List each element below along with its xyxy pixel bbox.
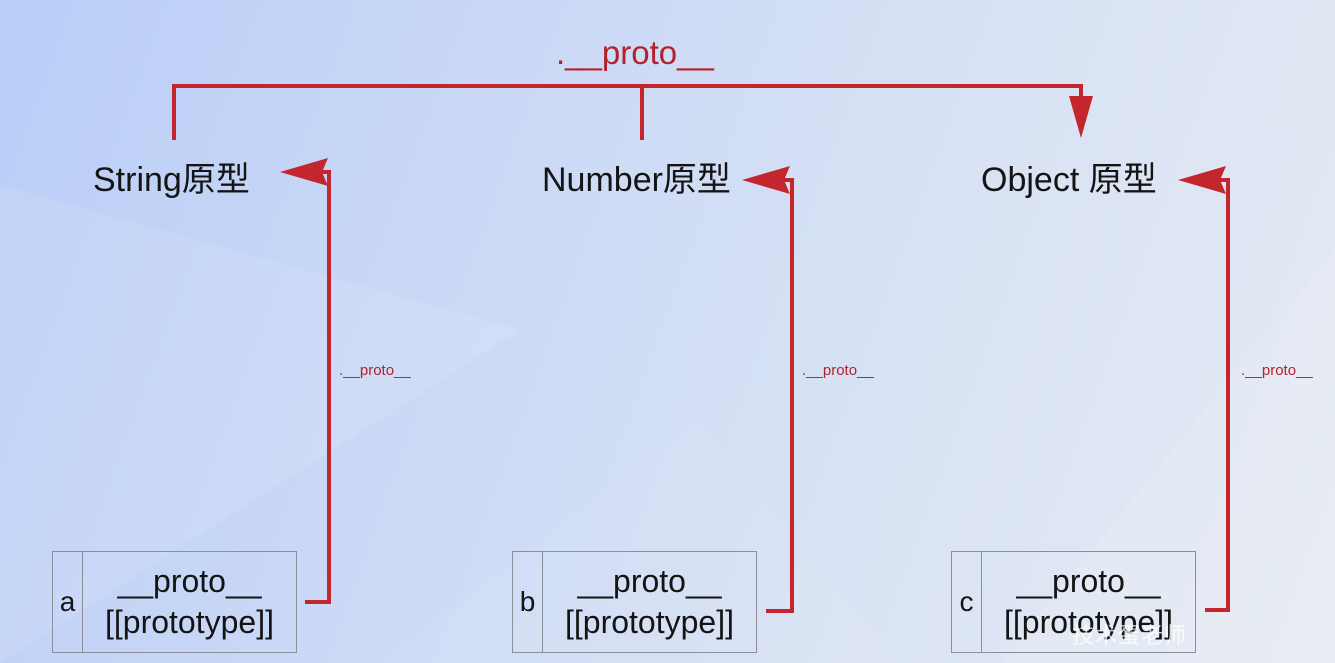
object-box-c: c __proto__ [[prototype]] — [951, 551, 1196, 653]
arrow-a-string — [305, 170, 331, 604]
object-var-c: c — [952, 552, 982, 652]
top-proto-label: .__proto__ — [556, 34, 714, 71]
object-prototype-label: Object 原型 — [981, 161, 1157, 199]
object-var-b: b — [513, 552, 543, 652]
proto-slot-c: __proto__ — [1016, 563, 1161, 599]
top-bracket-line — [172, 84, 1083, 140]
object-box-b: b __proto__ [[prototype]] — [512, 551, 757, 653]
arrow-c-object — [1205, 178, 1230, 612]
object-var-a: a — [53, 552, 83, 652]
arrow-b-number — [766, 178, 794, 613]
top-arrowhead — [1069, 96, 1093, 138]
proto-slot-a: __proto__ — [117, 563, 262, 599]
proto-slot-b: __proto__ — [577, 563, 722, 599]
number-prototype-label: Number原型 — [542, 161, 731, 199]
arrowhead-object — [1178, 166, 1226, 194]
prototype-slot-a: [[prototype]] — [105, 604, 274, 640]
watermark-text: 技术蛋老师 — [1072, 623, 1188, 648]
object-box-a: a __proto__ [[prototype]] — [52, 551, 297, 653]
side-proto-label-b: .__proto__ — [802, 362, 874, 379]
side-proto-label-a: .__proto__ — [339, 362, 411, 379]
prototype-slot-c: [[prototype]] — [1004, 604, 1173, 640]
arrowhead-string — [280, 158, 328, 186]
side-proto-label-c: .__proto__ — [1241, 362, 1313, 379]
prototype-slot-b: [[prototype]] — [565, 604, 734, 640]
arrowhead-number — [742, 166, 790, 194]
string-prototype-label: String原型 — [93, 161, 250, 199]
